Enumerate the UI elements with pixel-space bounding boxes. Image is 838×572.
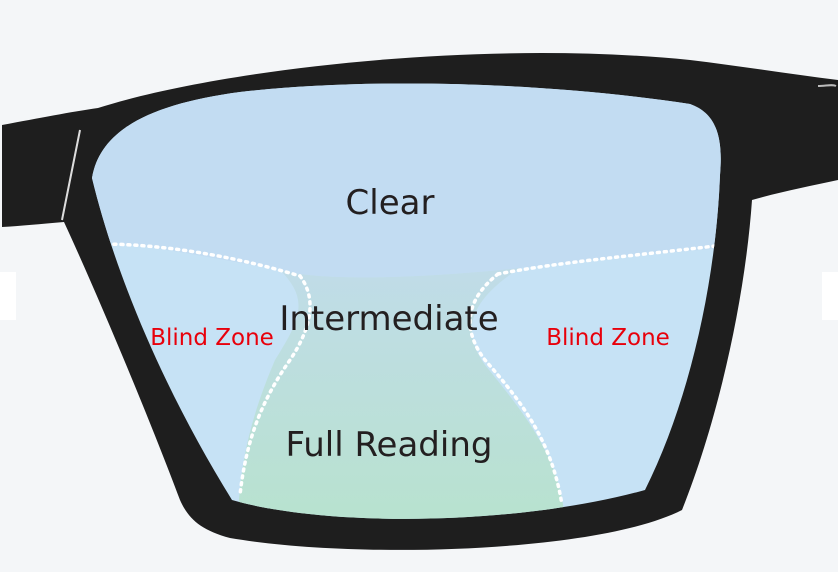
reading-corridor-region: [238, 268, 565, 519]
frame-highlight: [61, 129, 81, 221]
blind-zone-left-label: Blind Zone: [150, 325, 274, 351]
intermediate-zone-label: Intermediate: [279, 299, 498, 339]
divider-clear-right: [496, 244, 717, 276]
blind-zone-right-label: Blind Zone: [546, 325, 670, 351]
hinge-highlight: [817, 84, 837, 87]
clear-zone-label: Clear: [346, 183, 435, 223]
divider-corridor-left: [238, 274, 312, 497]
right-edge-tab: [822, 272, 838, 320]
divider-corridor-right: [468, 272, 564, 507]
divider-clear-left: [98, 242, 302, 278]
clear-zone-region: [92, 83, 721, 278]
full-reading-zone-label: Full Reading: [286, 425, 493, 465]
left-edge-tab: [0, 272, 16, 320]
